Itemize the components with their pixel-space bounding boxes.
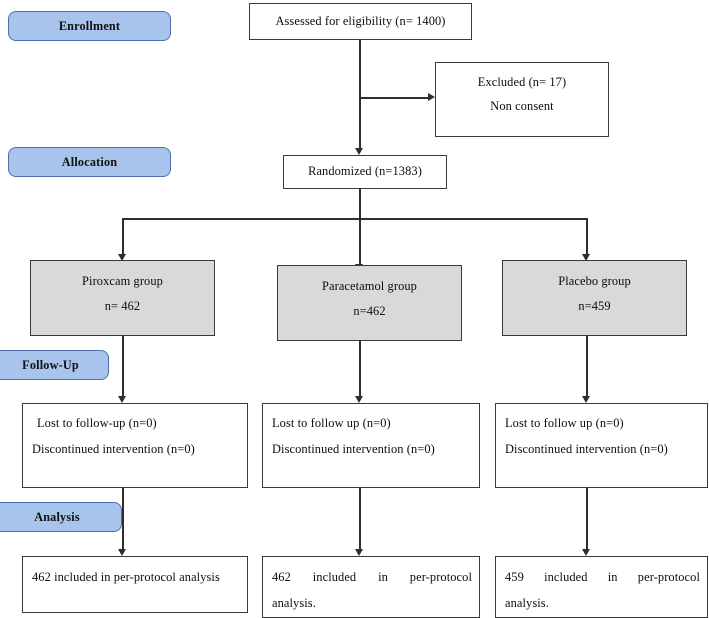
stage-label-analysis-text: Analysis <box>34 509 80 524</box>
connector-bus-to-piroxcam <box>122 218 124 256</box>
connector-paracetamol-to-followup <box>359 341 361 398</box>
node-group-placebo-line-2: n=459 <box>578 298 611 313</box>
connector-bus-to-paracetamol <box>359 218 361 266</box>
stage-label-enrollment-text: Enrollment <box>58 18 121 33</box>
node-randomized-line-1: Randomized (n=1383) <box>308 164 422 178</box>
stage-label-allocation-text: Allocation <box>61 154 118 169</box>
node-analysis-paracetamol-line-2: analysis. <box>272 595 316 610</box>
stage-label-followup-text: Follow-Up <box>22 357 79 372</box>
node-excluded-line-1: Excluded (n= 17) <box>477 75 567 89</box>
node-group-placebo: Placebo group n=459 <box>502 260 687 336</box>
node-followup-placebo-line-1: Lost to follow up (n=0) <box>505 416 624 430</box>
node-analysis-paracetamol: 462 included in per-protocol analysis. <box>262 556 480 618</box>
stage-label-allocation: Allocation <box>8 147 171 177</box>
node-assessed-line-1: Assessed for eligibility (n= 1400) <box>275 13 446 28</box>
arrowhead-into-placebo-group <box>582 254 590 261</box>
node-group-piroxcam: Piroxcam group n= 462 <box>30 260 215 336</box>
node-followup-paracetamol-line-1: Lost to follow up (n=0) <box>272 416 391 430</box>
connector-assessed-to-randomized <box>359 40 361 148</box>
stage-label-analysis: Analysis <box>0 502 122 532</box>
connector-followup-to-analysis-paracetamol <box>359 488 361 551</box>
node-group-placebo-line-1: Placebo group <box>558 274 631 288</box>
node-analysis-placebo-line-2: analysis. <box>505 595 549 610</box>
arrowhead-into-analysis-placebo <box>582 549 590 556</box>
arrowhead-into-piroxcam-group <box>118 254 126 261</box>
arrowhead-into-analysis-piroxcam <box>118 549 126 556</box>
node-analysis-paracetamol-line-1: 462 included in per-protocol <box>272 570 472 584</box>
arrowhead-into-followup-paracetamol <box>355 396 363 403</box>
connector-followup-to-analysis-piroxcam <box>122 488 124 551</box>
node-followup-piroxcam: Lost to follow-up (n=0) Discontinued int… <box>22 403 248 488</box>
node-excluded-line-2: Non consent <box>490 98 554 113</box>
stage-label-followup: Follow-Up <box>0 350 109 380</box>
connector-to-excluded <box>360 97 428 99</box>
node-group-piroxcam-line-1: Piroxcam group <box>82 274 163 288</box>
connector-placebo-to-followup <box>586 336 588 398</box>
node-analysis-piroxcam: 462 included in per-protocol analysis <box>22 556 248 613</box>
node-followup-placebo: Lost to follow up (n=0) Discontinued int… <box>495 403 708 488</box>
node-followup-piroxcam-line-2: Discontinued intervention (n=0) <box>32 441 195 456</box>
node-analysis-piroxcam-line-1: 462 included in per-protocol analysis <box>32 570 220 584</box>
node-excluded: Excluded (n= 17) Non consent <box>435 62 609 137</box>
node-assessed-for-eligibility: Assessed for eligibility (n= 1400) <box>249 3 472 40</box>
node-analysis-placebo: 459 included in per-protocol analysis. <box>495 556 708 618</box>
connector-allocation-bus <box>122 218 587 220</box>
connector-piroxcam-to-followup <box>122 336 124 398</box>
connector-followup-to-analysis-placebo <box>586 488 588 551</box>
stage-label-enrollment: Enrollment <box>8 11 171 41</box>
arrowhead-into-excluded <box>428 93 435 101</box>
node-group-paracetamol: Paracetamol group n=462 <box>277 265 462 341</box>
node-group-paracetamol-line-2: n=462 <box>353 303 386 318</box>
arrowhead-into-randomized <box>355 148 363 155</box>
node-followup-piroxcam-line-1: Lost to follow-up (n=0) <box>37 416 157 430</box>
node-randomized: Randomized (n=1383) <box>283 155 447 189</box>
connector-bus-to-placebo <box>586 218 588 256</box>
arrowhead-into-followup-placebo <box>582 396 590 403</box>
node-followup-paracetamol-line-2: Discontinued intervention (n=0) <box>272 441 435 456</box>
node-analysis-placebo-line-1: 459 included in per-protocol <box>505 570 700 584</box>
connector-randomized-stem <box>359 189 361 218</box>
node-followup-placebo-line-2: Discontinued intervention (n=0) <box>505 441 668 456</box>
arrowhead-into-analysis-paracetamol <box>355 549 363 556</box>
node-followup-paracetamol: Lost to follow up (n=0) Discontinued int… <box>262 403 480 488</box>
node-group-paracetamol-line-1: Paracetamol group <box>322 279 417 293</box>
node-group-piroxcam-line-2: n= 462 <box>104 298 141 313</box>
arrowhead-into-followup-piroxcam <box>118 396 126 403</box>
